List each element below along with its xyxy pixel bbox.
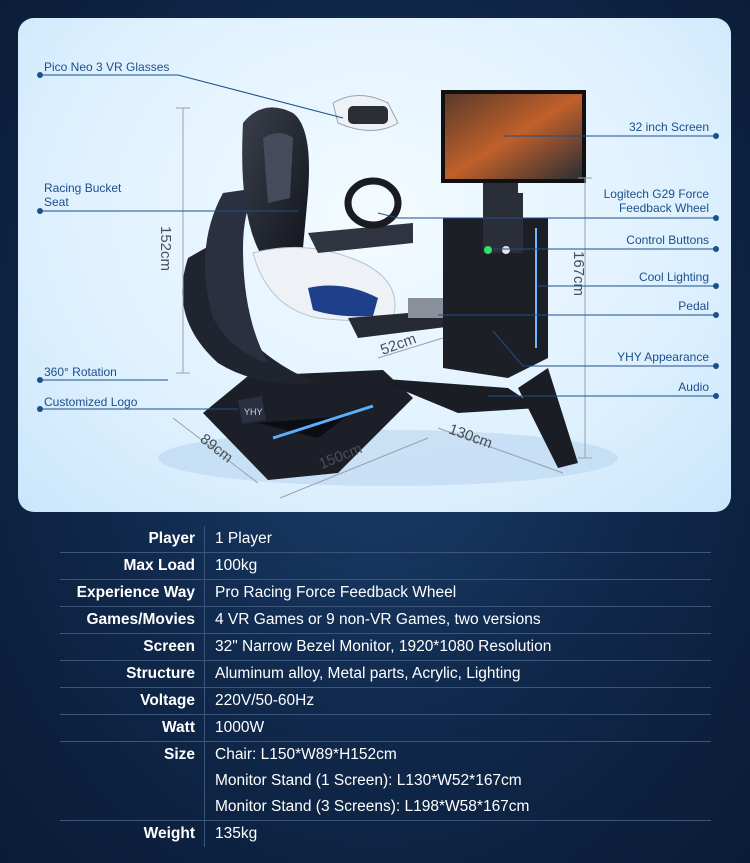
pedals <box>408 298 448 318</box>
spec-value: Aluminum alloy, Metal parts, Acrylic, Li… <box>204 660 711 688</box>
callout-audio: Audio <box>678 380 709 394</box>
steering-wheel <box>344 177 402 229</box>
spec-key <box>60 768 205 794</box>
callout-vr-glasses: Pico Neo 3 VR Glasses <box>44 60 170 74</box>
spec-key: Size <box>60 741 205 768</box>
spec-key: Experience Way <box>60 579 205 607</box>
spec-value: Monitor Stand (1 Screen): L130*W52*167cm <box>215 772 522 789</box>
dimension-lines <box>172 107 592 499</box>
dim-seat-height: 152cm <box>157 225 175 272</box>
logo-plate <box>238 396 266 424</box>
spec-key: Voltage <box>60 687 205 715</box>
spec-value: 135kg <box>215 825 258 842</box>
dim-stand-height: 167cm <box>570 250 588 297</box>
callout-control-buttons: Control Buttons <box>626 233 709 247</box>
base-light-strip <box>272 404 374 440</box>
control-buttons <box>484 246 492 254</box>
spec-value: Pro Racing Force Feedback Wheel <box>204 579 711 607</box>
spec-row: Monitor Stand (1 Screen): L130*W52*167cm <box>60 768 711 794</box>
callout-bucket-seat: Racing Bucket Seat <box>44 181 122 209</box>
spec-key: Structure <box>60 660 205 688</box>
spec-key: Games/Movies <box>60 606 205 634</box>
monitor-stand <box>443 218 548 378</box>
callout-wheel: Logitech G29 Force Feedback Wheel <box>603 187 709 215</box>
callout-logo: Customized Logo <box>44 395 138 409</box>
spec-value: 1 Player <box>204 526 711 553</box>
spec-value: 32" Narrow Bezel Monitor, 1920*1080 Reso… <box>204 633 711 661</box>
callout-rotation: 360° Rotation <box>44 365 117 379</box>
callout-screen: 32 inch Screen <box>628 120 709 134</box>
spec-value: 100kg <box>204 552 711 580</box>
spec-value: 1000W <box>204 714 711 742</box>
callout-lines <box>40 74 716 410</box>
spec-value: 4 VR Games or 9 non-VR Games, two versio… <box>204 606 711 634</box>
spec-key: Weight <box>60 820 205 847</box>
spec-key: Max Load <box>60 552 205 580</box>
spec-value: Monitor Stand (3 Screens): L198*W58*167c… <box>204 794 711 821</box>
spec-row: Size Chair: L150*W89*H152cm <box>60 741 711 768</box>
spec-key: Screen <box>60 633 205 661</box>
callout-pedal: Pedal <box>678 299 709 313</box>
spec-row: Weight 135kg <box>60 820 711 847</box>
simulator-illustration: YHY <box>37 72 719 499</box>
product-image-panel: YHY <box>18 18 731 512</box>
spec-key: Watt <box>60 714 205 742</box>
spec-key: Player <box>60 526 205 553</box>
callout-cool-lighting: Cool Lighting <box>638 270 709 284</box>
logo-text: YHY <box>244 407 263 417</box>
callout-appearance: YHY Appearance <box>617 350 709 364</box>
spec-key <box>60 794 205 821</box>
spec-row: Monitor Stand (3 Screens): L198*W58*167c… <box>60 794 711 821</box>
spec-value: Chair: L150*W89*H152cm <box>215 746 397 763</box>
spec-value: 220V/50-60Hz <box>204 687 711 715</box>
